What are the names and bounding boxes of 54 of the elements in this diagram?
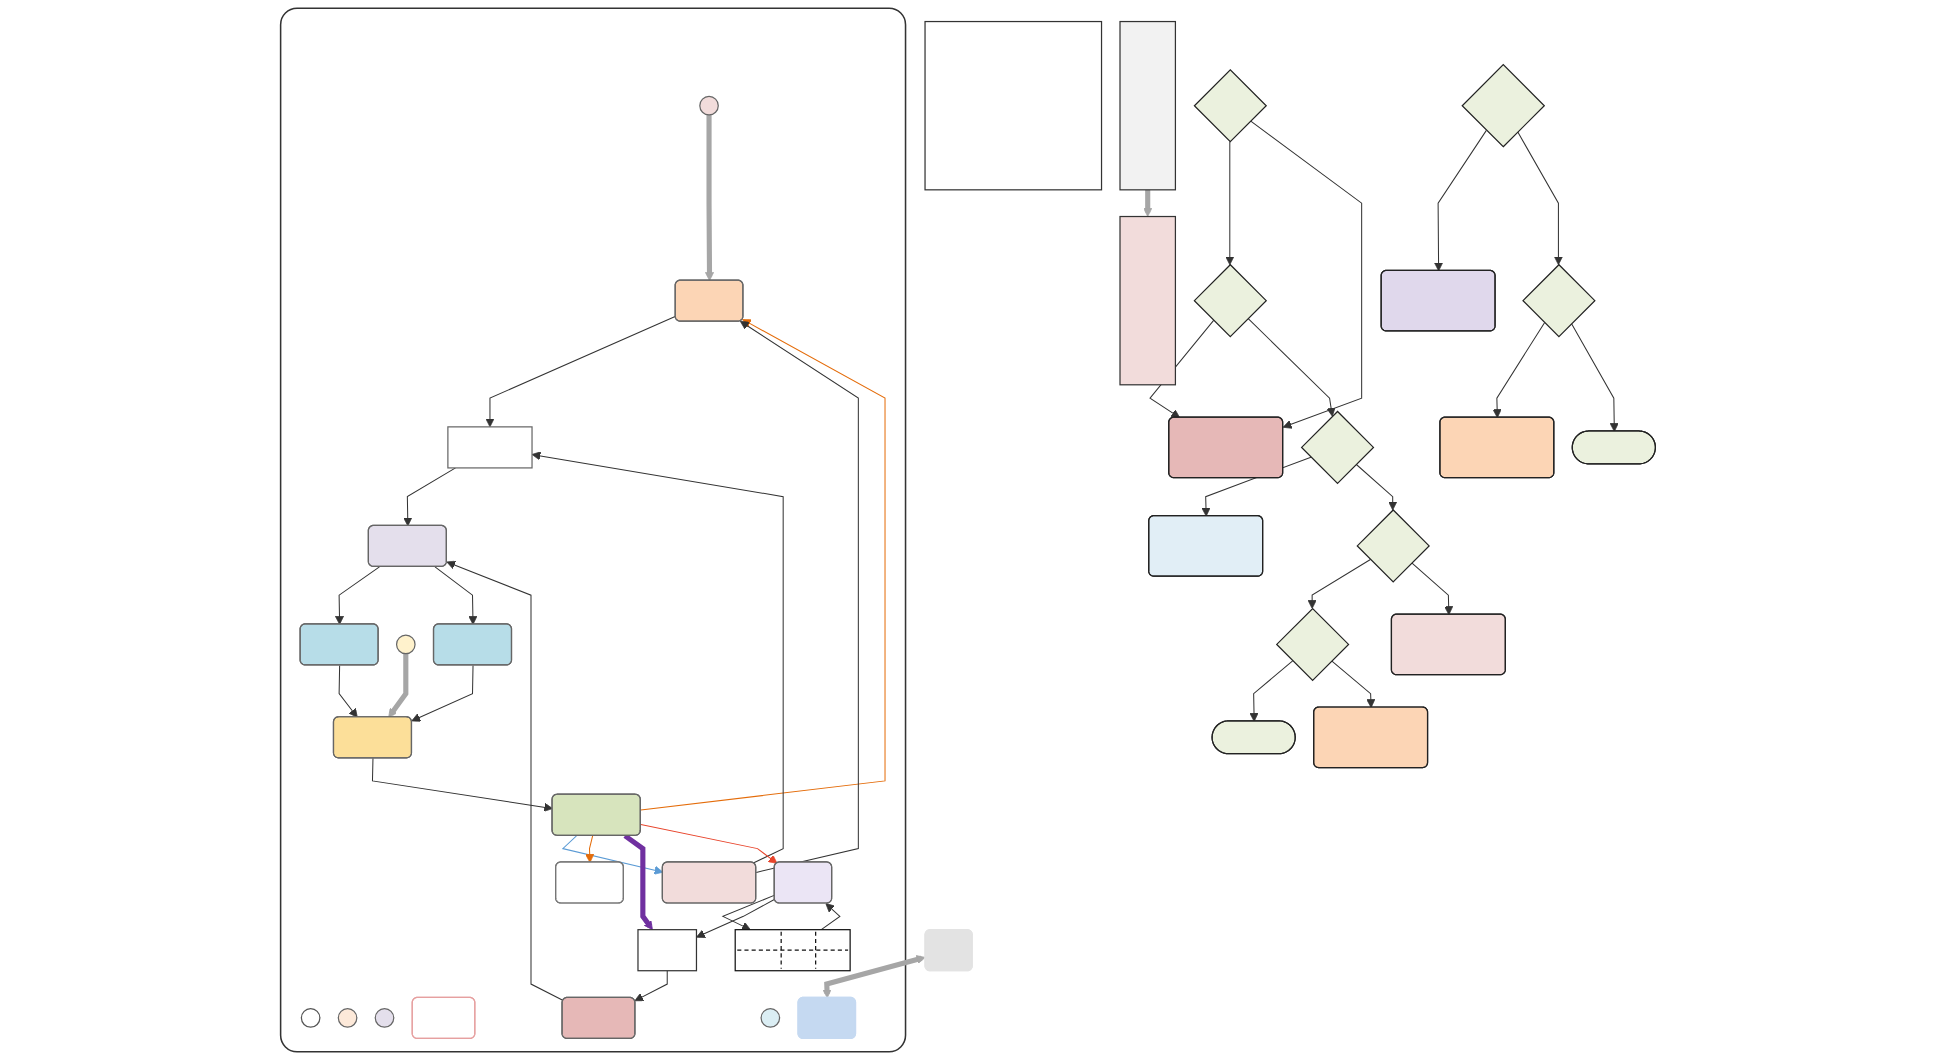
arrow: [1331, 660, 1376, 708]
node-box: [924, 20, 1103, 191]
arrow: [1434, 129, 1487, 272]
arrow: [696, 898, 776, 939]
arrow: [531, 451, 784, 864]
arrow: [403, 467, 457, 527]
arrow: [1411, 562, 1454, 616]
arrow: [446, 560, 564, 1001]
arrow: [1249, 120, 1363, 429]
node-circle: [374, 1008, 395, 1028]
arrow: [561, 835, 664, 875]
arrow: [1355, 463, 1398, 511]
arrow: [820, 903, 841, 931]
node-box: [447, 426, 533, 469]
node-diamond: [1193, 68, 1268, 143]
node-circle: [760, 1008, 781, 1028]
cluster: [279, 7, 907, 1053]
arrow: [585, 835, 595, 863]
arrow: [705, 114, 714, 282]
node-diamond: [1193, 263, 1268, 338]
arrow: [1307, 559, 1371, 609]
node-circle: [337, 1008, 358, 1028]
arrow: [334, 566, 380, 625]
node-circle: [699, 95, 719, 116]
node-circle: [395, 634, 416, 655]
arrow: [1225, 141, 1235, 266]
arrow: [640, 824, 778, 864]
node-diamond: [1461, 63, 1546, 148]
arrow: [371, 757, 553, 812]
arrow: [822, 955, 926, 999]
node-circle: [300, 1008, 321, 1028]
arrow: [634, 970, 668, 1002]
arrow: [1249, 660, 1294, 722]
arrow: [411, 664, 474, 722]
arrow: [485, 315, 677, 428]
node-box: [637, 929, 698, 972]
arrow: [1492, 322, 1546, 419]
arrow: [1517, 131, 1563, 266]
node-box: [1119, 215, 1177, 386]
node-diamond: [1300, 410, 1375, 485]
arrow: [388, 653, 409, 718]
arrow: [338, 664, 358, 718]
arrow: [640, 319, 886, 811]
arrow: [1570, 323, 1619, 432]
arrow: [739, 320, 859, 873]
arrow: [1143, 189, 1153, 217]
node-diamond: [1522, 263, 1596, 338]
node-diamond: [1356, 509, 1430, 583]
node-diamond: [1275, 607, 1350, 682]
arrow: [434, 566, 478, 625]
arrow: [623, 833, 653, 931]
node-box: [1119, 20, 1177, 191]
arrow: [721, 894, 776, 931]
arrow: [1247, 317, 1336, 417]
